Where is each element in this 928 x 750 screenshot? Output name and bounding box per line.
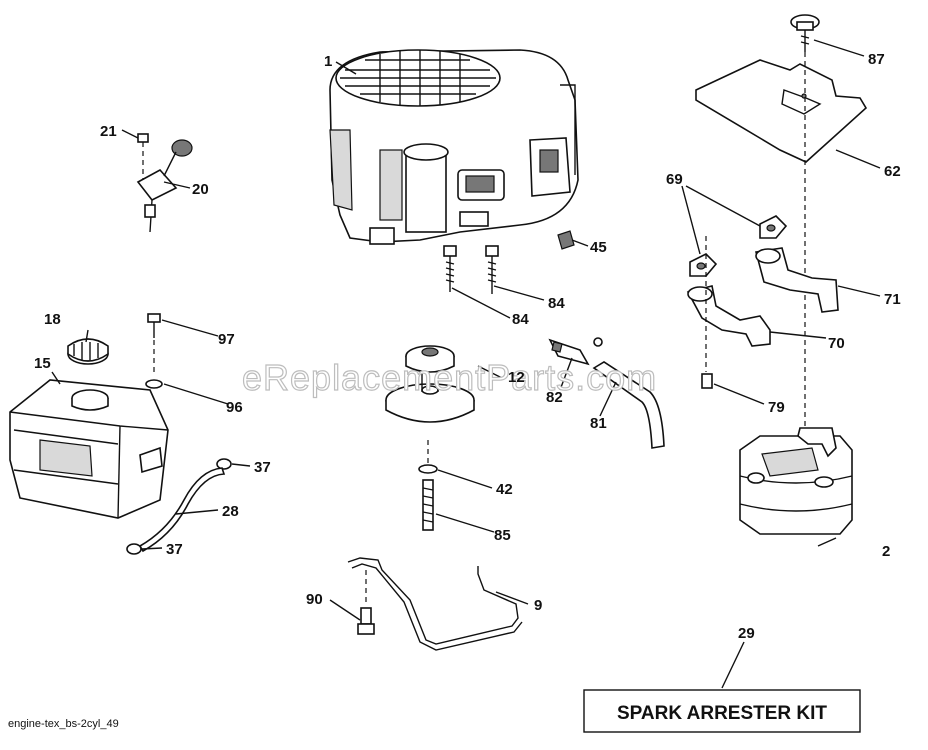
callout-18: 18	[44, 311, 61, 328]
drain-hose[interactable]	[592, 361, 665, 449]
callout-1: 1	[324, 53, 332, 70]
callout-70: 70	[828, 335, 845, 352]
callout-79: 79	[768, 399, 785, 416]
screw-97[interactable]	[147, 313, 161, 376]
callout-labels: 1 2 9 12 15 18 20 21 28 29 37 37 42 45 6…	[34, 51, 901, 642]
callout-28: 28	[222, 503, 239, 520]
callout-9: 9	[534, 597, 542, 614]
washer-96[interactable]	[145, 379, 163, 389]
clamp-top[interactable]	[216, 458, 232, 470]
callout-21: 21	[100, 123, 117, 140]
callout-85: 85	[494, 527, 511, 544]
callout-20: 20	[192, 181, 209, 198]
bolt-87[interactable]	[790, 14, 820, 52]
clamp-bottom[interactable]	[126, 543, 142, 555]
callout-62: 62	[884, 163, 901, 180]
callout-42: 42	[496, 481, 513, 498]
fuel-line[interactable]	[138, 467, 226, 553]
callout-37-bottom: 37	[166, 541, 183, 558]
callout-45: 45	[590, 239, 607, 256]
watermark-text: eReplacementParts.com	[242, 357, 657, 398]
washer-42[interactable]	[418, 464, 438, 474]
muffler[interactable]	[739, 427, 853, 535]
spark-arrester-kit-label: SPARK ARRESTER KIT	[617, 703, 827, 724]
callout-82: 82	[546, 389, 563, 406]
engine[interactable]	[329, 49, 579, 245]
callout-2: 2	[882, 543, 890, 560]
callout-84-right: 84	[548, 295, 565, 312]
bolt-84-right[interactable]	[485, 245, 499, 294]
spark-arrester-kit: SPARK ARRESTER KIT	[583, 689, 861, 733]
diagram-reference: engine-tex_bs-2cyl_49	[8, 718, 119, 730]
bolt-85[interactable]	[422, 440, 434, 531]
leader-lines	[51, 39, 881, 689]
gaskets[interactable]	[689, 215, 788, 277]
callout-37-top: 37	[254, 459, 271, 476]
callout-96: 96	[226, 399, 243, 416]
screw-79[interactable]	[701, 373, 713, 389]
callout-97: 97	[218, 331, 235, 348]
bolt-84-left[interactable]	[443, 245, 457, 292]
bolt-90[interactable]	[357, 570, 375, 635]
callout-15: 15	[34, 355, 51, 372]
drain-valve[interactable]	[548, 337, 603, 366]
fuel-cap[interactable]	[67, 338, 109, 365]
fuel-valve[interactable]	[136, 139, 193, 233]
callout-29: 29	[738, 625, 755, 642]
exhaust-pipe-right[interactable]	[754, 247, 839, 313]
callout-84-left: 84	[512, 311, 529, 328]
callout-69: 69	[666, 171, 683, 188]
callout-71: 71	[884, 291, 901, 308]
callout-12: 12	[508, 369, 525, 386]
callout-87: 87	[868, 51, 885, 68]
heat-shield[interactable]	[695, 59, 868, 163]
callout-90: 90	[306, 591, 323, 608]
fitting-45[interactable]	[557, 230, 575, 250]
callout-81: 81	[590, 415, 607, 432]
screw-21[interactable]	[137, 133, 149, 180]
belt-guide[interactable]	[347, 557, 523, 651]
fuel-tank[interactable]	[9, 379, 169, 519]
pulley[interactable]	[385, 345, 475, 423]
exhaust-pipe-left[interactable]	[686, 285, 771, 347]
